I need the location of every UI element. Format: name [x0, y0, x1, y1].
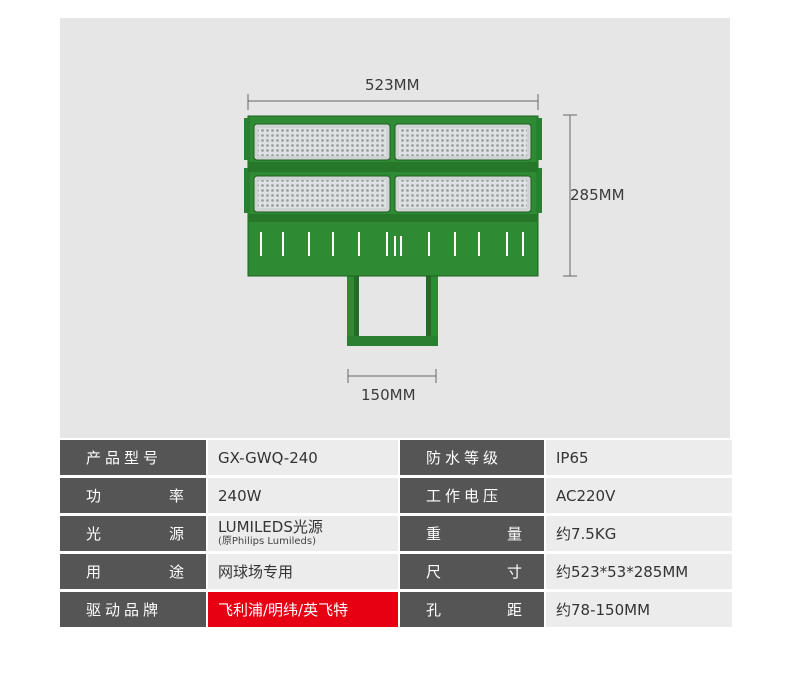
spec-value: LUMILEDS光源 (原Philips Lumileds) — [208, 516, 398, 551]
mounting-bracket — [347, 274, 438, 346]
height-label: 285MM — [570, 186, 625, 204]
table-row: 驱动品牌 飞利浦/明纬/英飞特 孔 距 约78-150MM — [60, 592, 732, 627]
spec-value: 240W — [208, 478, 398, 513]
led-module-1 — [253, 123, 391, 161]
spec-label-part: 用 — [86, 563, 102, 581]
led-module-4 — [394, 175, 532, 213]
spec-label: 产品型号 — [60, 440, 206, 475]
spec-value: 网球场专用 — [208, 554, 398, 589]
product-figure: 523MM 285MM 150MM — [60, 18, 730, 438]
table-row: 用 途 网球场专用 尺 寸 约523*53*285MM — [60, 554, 732, 589]
spec-label: 尺 寸 — [400, 554, 544, 589]
spec-label: 孔 距 — [400, 592, 544, 627]
spec-value: 约523*53*285MM — [546, 554, 732, 589]
spec-table: 产品型号 GX-GWQ-240 防水等级 IP65 功 率 240W 工作电压 … — [60, 440, 732, 630]
spec-label: 防水等级 — [400, 440, 544, 475]
spec-value: 约78-150MM — [546, 592, 732, 627]
floodlight-drawing — [244, 94, 577, 383]
spec-value-sub: (原Philips Lumileds) — [218, 535, 316, 547]
spec-label-part: 重 — [426, 525, 442, 543]
spec-label-part: 途 — [168, 563, 184, 581]
spec-label-part: 功 — [86, 487, 102, 505]
spec-value-highlight: 飞利浦/明纬/英飞特 — [208, 592, 398, 627]
spec-label-part: 量 — [506, 525, 522, 543]
vent-slots — [260, 232, 524, 256]
table-row: 光 源 LUMILEDS光源 (原Philips Lumileds) 重 量 约… — [60, 516, 732, 551]
spec-value: IP65 — [546, 440, 732, 475]
spec-label: 工作电压 — [400, 478, 544, 513]
spec-label: 用 途 — [60, 554, 206, 589]
spec-label: 光 源 — [60, 516, 206, 551]
spec-label-part: 率 — [168, 487, 184, 505]
table-row: 功 率 240W 工作电压 AC220V — [60, 478, 732, 513]
width-label: 523MM — [365, 76, 420, 94]
spec-label: 功 率 — [60, 478, 206, 513]
lamp-housing — [244, 115, 542, 277]
spec-label-part: 尺 — [426, 563, 442, 581]
spec-value: GX-GWQ-240 — [208, 440, 398, 475]
led-module-3 — [253, 175, 391, 213]
spec-label: 驱动品牌 — [60, 592, 206, 627]
led-module-2 — [394, 123, 532, 161]
spec-label: 重 量 — [400, 516, 544, 551]
spec-label-part: 距 — [506, 601, 522, 619]
spec-value: AC220V — [546, 478, 732, 513]
bracket-label: 150MM — [361, 386, 416, 404]
spec-label-part: 光 — [86, 525, 102, 543]
spec-label-part: 孔 — [426, 601, 442, 619]
spec-label-part: 源 — [168, 525, 184, 543]
spec-value-main: LUMILEDS光源 — [218, 517, 323, 536]
spec-label-part: 寸 — [506, 563, 522, 581]
spec-value: 约7.5KG — [546, 516, 732, 551]
table-row: 产品型号 GX-GWQ-240 防水等级 IP65 — [60, 440, 732, 475]
